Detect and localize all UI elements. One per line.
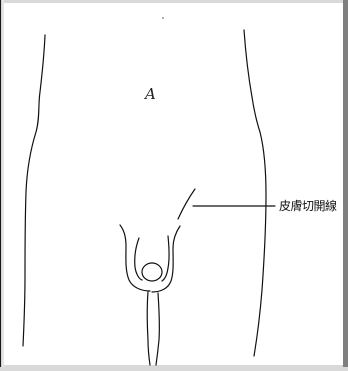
incision-line-label: 皮膚切開線 xyxy=(279,200,337,212)
paper-speck xyxy=(162,17,164,19)
right-edge-shadow xyxy=(343,0,348,367)
panel-label: A xyxy=(145,87,156,102)
paper xyxy=(4,3,344,365)
